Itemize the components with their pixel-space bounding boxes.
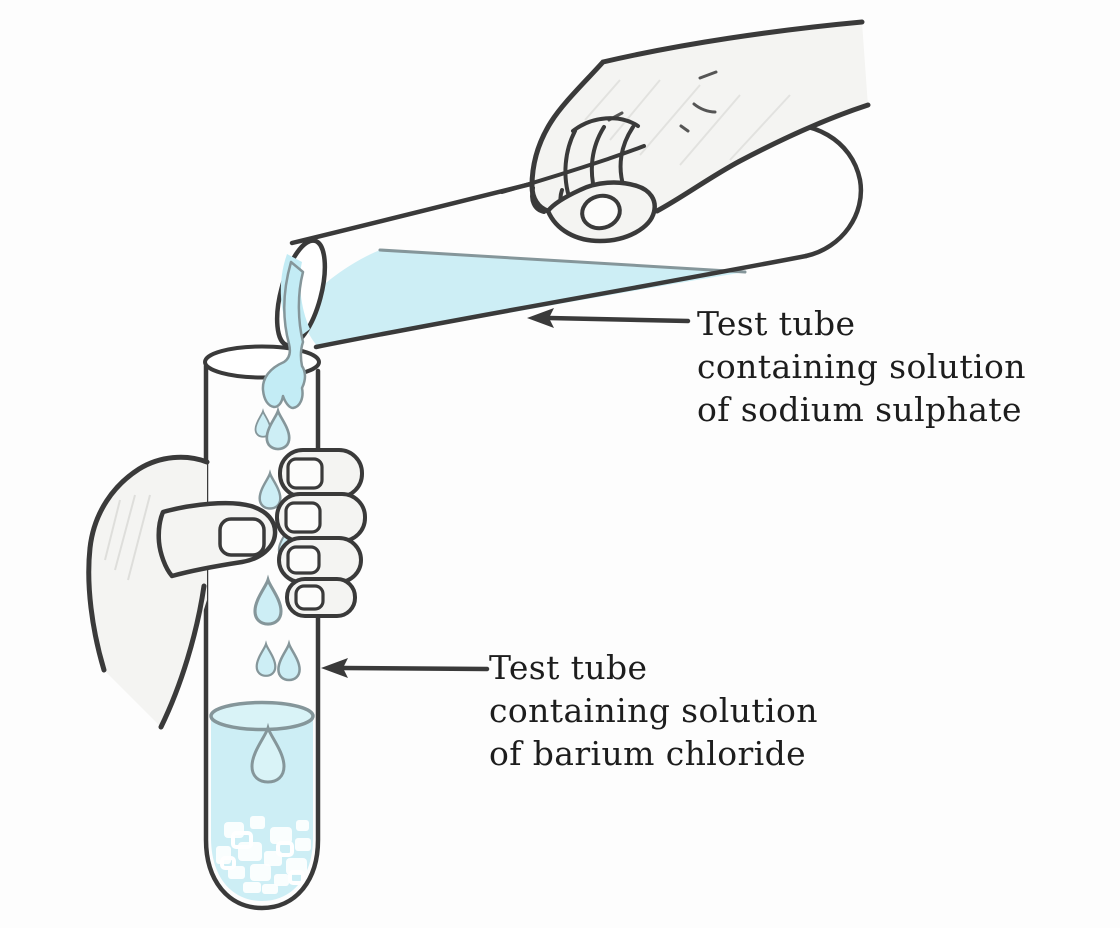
finger-nail (294, 584, 325, 611)
tilted-test-tube (274, 122, 864, 350)
lower-label-line-2: containing solution (489, 691, 818, 730)
drop (255, 643, 277, 677)
upper-tube-label: Test tube containing solution of sodium … (697, 302, 1026, 431)
tilted-tube-bottom-edge (313, 253, 809, 350)
pouring-hand (500, 19, 871, 244)
pour-stream (261, 260, 307, 410)
liquid-surface (209, 700, 315, 732)
finger-nails (284, 457, 325, 611)
pouring-thumb-nail (580, 193, 622, 231)
upper-label-arrow (527, 308, 691, 328)
wrist-line (158, 583, 207, 730)
drop (277, 642, 301, 682)
upper-label-line-2: containing solution (697, 347, 1026, 386)
held-test-tube (203, 344, 321, 911)
tilted-liquid-surface-line (378, 248, 747, 274)
tilted-tube-closed-end (767, 122, 864, 259)
tilted-tube-liquid (302, 250, 745, 347)
upper-label-line-1: Test tube (697, 304, 856, 343)
arrow-head (527, 308, 554, 328)
submerged-drop (250, 722, 286, 784)
hand-bottom-outline (654, 102, 871, 214)
lower-label-line-1: Test tube (489, 648, 648, 687)
hand-shading (584, 79, 791, 166)
holding-hand-outline (86, 454, 210, 673)
arrow-head (321, 658, 348, 678)
white-precipitate (216, 816, 311, 894)
lower-label-arrow (321, 658, 490, 678)
lower-label-line-3: of barium chloride (489, 734, 807, 773)
finger-nail (286, 457, 324, 490)
holding-hand (86, 448, 367, 730)
drop (265, 409, 291, 451)
drop (258, 472, 282, 510)
drop (253, 578, 283, 626)
finger-nail (284, 501, 322, 534)
hand-top-outline (529, 19, 865, 214)
upper-label-line-3: of sodium sulphate (697, 390, 1022, 429)
finger-nail (286, 545, 321, 575)
held-tube-body (203, 363, 321, 911)
lower-tube-label: Test tube containing solution of barium … (489, 646, 818, 775)
palm-shading (104, 494, 151, 581)
hand-creases (607, 70, 718, 133)
thumb-nail (218, 517, 266, 557)
